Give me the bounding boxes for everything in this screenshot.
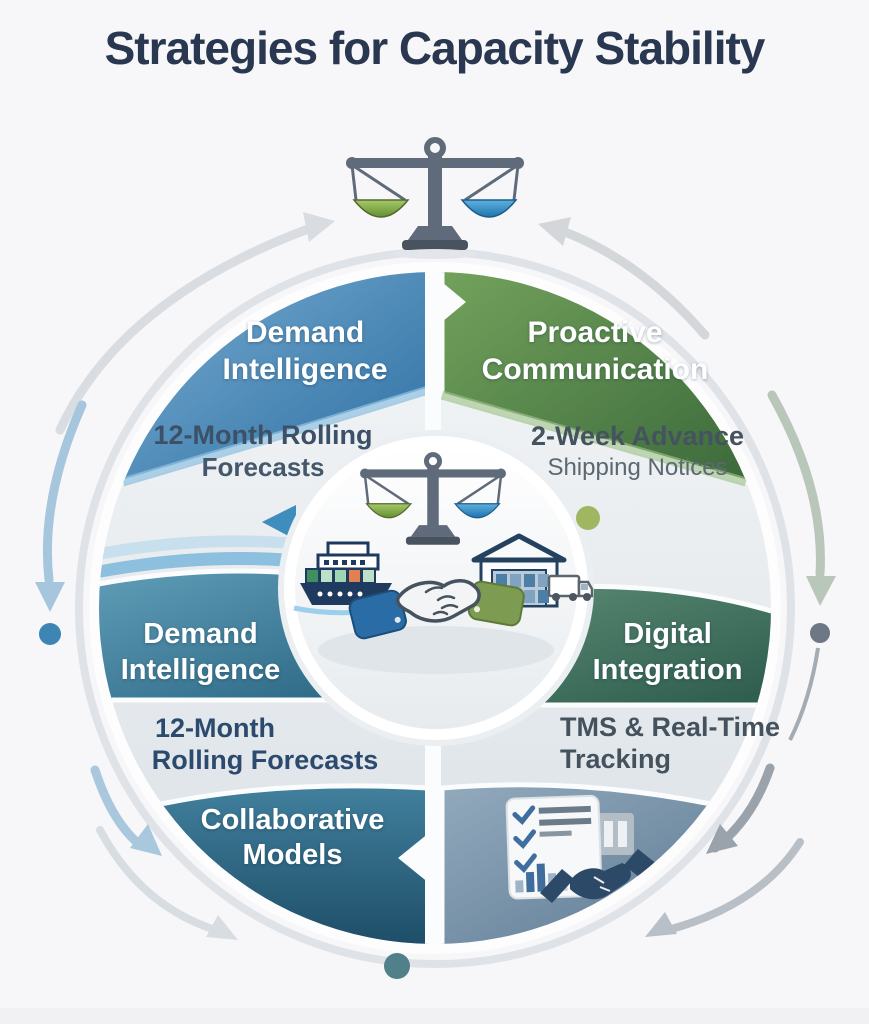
node-dot-left <box>39 623 61 645</box>
node-dot-right <box>810 623 830 643</box>
balance-scale-icon-top <box>346 140 524 250</box>
chevron-right-icon <box>425 272 466 336</box>
sublabel-line: 12-Month Rolling <box>153 420 373 450</box>
label-line: Intelligence <box>120 654 281 686</box>
sublabel-line: Tracking <box>560 744 672 774</box>
cycle-arrow-bottom-left-inner <box>90 765 162 856</box>
wave-arrow-icon <box>262 505 296 540</box>
cycle-arrow-top-left <box>55 212 335 435</box>
delivery-truck-icon <box>547 574 594 601</box>
label-line: Intelligence <box>222 353 388 386</box>
sublabel-line: 2-Week Advance <box>530 421 745 451</box>
label-line: Models <box>242 839 343 871</box>
sublabel-line: Shipping Notices <box>547 454 728 481</box>
sublabel-shipping-notices: 2-Week Advance Shipping Notices <box>495 420 780 484</box>
sublabel-rolling-forecasts-mid: Rolling Forecasts <box>151 745 379 775</box>
node-dot-green <box>576 506 600 530</box>
quadrant-label-demand-intelligence-mid: Demand Intelligence <box>88 616 313 688</box>
sublabel-tms-tracking: TMS & Real-Time Tracking <box>560 711 785 775</box>
sublabel-rolling-forecasts-top: 12-Month Rolling Forecasts <box>138 419 388 483</box>
document-checklist-icon <box>505 794 658 903</box>
sublabel-line: TMS & Real-Time <box>560 712 781 742</box>
cycle-arrow-bottom-right-outer <box>645 838 804 937</box>
label-line: Communication <box>481 353 709 386</box>
label-line: Digital <box>623 618 712 650</box>
cycle-arrow-left <box>35 400 87 612</box>
label-line: Collaborative <box>200 804 385 836</box>
quadrant-label-proactive-communication: Proactive Communication <box>450 314 740 388</box>
scale-shadow <box>393 249 477 259</box>
handshake-icon <box>348 579 525 640</box>
cycle-arrow-right <box>767 390 836 741</box>
node-dot-bottom <box>384 953 410 979</box>
chevron-left-icon <box>398 824 440 892</box>
center-illustration <box>278 430 594 746</box>
page-title: Strategies for Capacity Stability <box>104 22 766 74</box>
bottom-strip <box>0 1008 869 1024</box>
label-line: Integration <box>592 654 743 686</box>
quadrant-label-digital-integration: Digital Integration <box>545 616 790 688</box>
cycle-arrow-top-right <box>538 217 710 340</box>
quadrant-label-demand-intelligence-top: Demand Intelligence <box>180 314 430 388</box>
sublabel-12-month: 12-Month <box>155 713 275 743</box>
label-line: Demand <box>143 618 258 650</box>
cycle-arrow-bottom-right-inner <box>706 763 775 854</box>
label-line: Proactive <box>527 316 663 349</box>
quadrant-label-collaborative-models: Collaborative Models <box>165 803 420 873</box>
label-line: Demand <box>245 316 365 349</box>
sublabel-line: Forecasts <box>201 452 325 482</box>
cycle-arrow-bottom-left-outer <box>96 826 238 940</box>
